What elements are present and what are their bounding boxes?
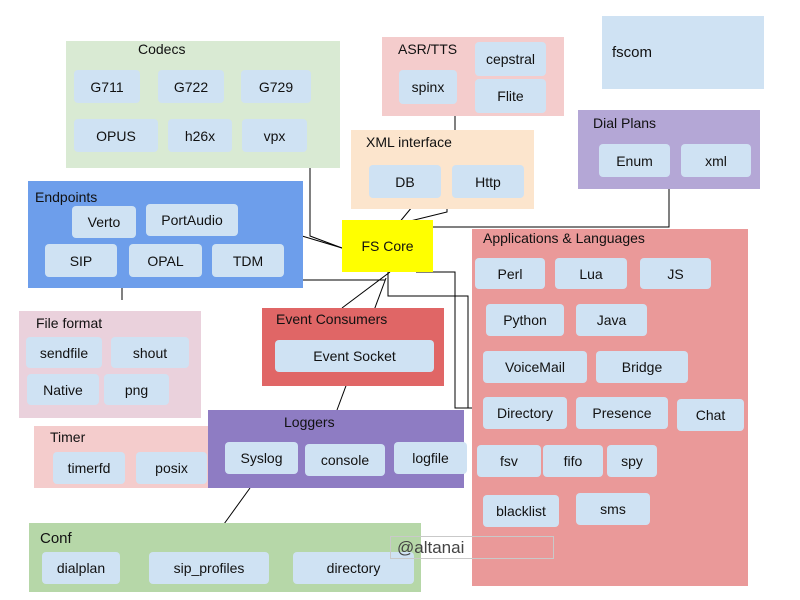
conf-sip-profiles: sip_profiles <box>149 552 269 584</box>
connector-loggers-conf <box>223 487 251 525</box>
event-socket: Event Socket <box>275 340 434 372</box>
loggers-title: Loggers <box>284 414 335 430</box>
conf-dialplan: dialplan <box>42 552 120 584</box>
fscom-box: fscom <box>602 16 764 89</box>
app-sms: sms <box>576 493 650 525</box>
codec-vpx: vpx <box>242 119 307 152</box>
loggers-group: Loggers Syslog console logfile <box>208 410 467 488</box>
codec-g722: G722 <box>158 70 224 103</box>
app-presence: Presence <box>576 397 668 429</box>
timer-group: Timer timerfd posix <box>34 426 216 488</box>
endpoints-title: Endpoints <box>35 189 98 205</box>
connector-codecs-core <box>309 167 343 249</box>
connector-core-applications-2 <box>387 272 478 409</box>
conf-title: Conf <box>40 530 72 547</box>
app-voicemail: VoiceMail <box>483 351 587 383</box>
app-spy: spy <box>607 445 657 477</box>
logger-syslog: Syslog <box>225 442 298 474</box>
app-bridge: Bridge <box>596 351 688 383</box>
codec-h26x: h26x <box>168 119 232 152</box>
app-chat: Chat <box>677 399 744 431</box>
event-consumers-group: Event Consumers Event Socket <box>262 308 444 386</box>
xml-interface-group: XML interface DB Http <box>351 130 534 209</box>
file-native: Native <box>27 374 99 405</box>
timer-timerfd: timerfd <box>53 452 125 484</box>
conf-directory: directory <box>293 552 414 584</box>
dialplan-xml: xml <box>681 144 751 177</box>
endpoint-tdm: TDM <box>212 244 284 277</box>
timer-title: Timer <box>50 429 86 445</box>
app-directory: Directory <box>483 397 567 429</box>
endpoint-portaudio: PortAudio <box>146 204 238 236</box>
logger-console: console <box>305 444 385 476</box>
asr-cepstral: cepstral <box>475 42 546 76</box>
fscom-label: fscom <box>612 44 653 61</box>
codec-g711: G711 <box>74 70 140 103</box>
app-fifo: fifo <box>543 445 603 477</box>
conf-group: Conf dialplan sip_profiles directory <box>29 523 421 592</box>
xml-db: DB <box>369 165 441 198</box>
xml-interface-title: XML interface <box>366 134 452 150</box>
endpoints-group: Endpoints Verto PortAudio SIP OPAL TDM <box>28 181 303 288</box>
dialplan-enum: Enum <box>599 144 670 177</box>
timer-posix: posix <box>136 452 207 484</box>
xml-http: Http <box>452 165 524 198</box>
dial-plans-group: Dial Plans Enum xml <box>578 110 760 189</box>
asr-spinx: spinx <box>399 70 457 104</box>
file-png: png <box>104 374 169 405</box>
app-perl: Perl <box>475 258 545 289</box>
app-java: Java <box>576 304 647 336</box>
applications-title: Applications & Languages <box>483 230 645 246</box>
codec-g729: G729 <box>241 70 311 103</box>
file-shout: shout <box>111 337 189 368</box>
connector-core-applications-1 <box>416 271 472 409</box>
applications-group: Applications & Languages Perl Lua JS Pyt… <box>472 229 748 586</box>
watermark: @altanai <box>390 536 554 559</box>
connector-core-eventconsumers <box>341 271 391 309</box>
endpoint-verto: Verto <box>72 206 136 238</box>
asr-tts-title: ASR/TTS <box>398 41 458 57</box>
app-python: Python <box>486 304 564 336</box>
file-sendfile: sendfile <box>26 337 102 368</box>
app-lua: Lua <box>555 258 627 289</box>
event-consumers-title: Event Consumers <box>276 311 388 327</box>
asr-flite: Flite <box>475 79 546 113</box>
file-format-title: File format <box>36 315 103 331</box>
codecs-group: Codecs G711 G722 G729 OPUS h26x vpx <box>66 41 340 168</box>
app-fsv: fsv <box>477 445 541 477</box>
connector-dialplans-core <box>433 188 670 228</box>
codec-opus: OPUS <box>74 119 158 152</box>
app-js: JS <box>640 258 711 289</box>
endpoint-sip: SIP <box>45 244 117 277</box>
dial-plans-title: Dial Plans <box>593 115 657 131</box>
file-format-group: File format sendfile shout Native png <box>19 311 201 418</box>
app-blacklist: blacklist <box>483 495 559 527</box>
endpoint-opal: OPAL <box>129 244 202 277</box>
asr-tts-group: ASR/TTS cepstral spinx Flite <box>382 37 564 116</box>
fs-core: FS Core <box>342 220 433 272</box>
codecs-title: Codecs <box>138 41 186 57</box>
logger-logfile: logfile <box>394 442 467 474</box>
